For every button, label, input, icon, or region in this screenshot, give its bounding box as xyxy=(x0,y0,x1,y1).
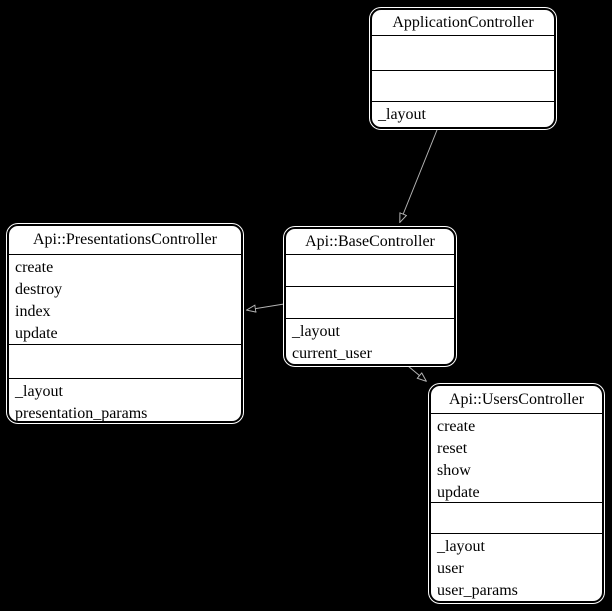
protected-members-compartment: _layout current_user xyxy=(286,318,454,364)
member-label: user_params xyxy=(437,582,518,599)
member-label: create xyxy=(15,259,54,276)
protected-members-compartment: _layout presentation_params xyxy=(9,378,241,421)
member-label: update xyxy=(15,325,58,342)
member-label: user xyxy=(437,560,464,577)
member-label: _layout xyxy=(15,383,63,400)
member-label: current_user xyxy=(292,345,372,362)
attributes-compartment xyxy=(9,344,241,378)
methods-compartment: create destroy index update xyxy=(9,254,241,344)
attributes-compartment xyxy=(286,286,454,318)
class-title: Api::UsersController xyxy=(448,390,585,408)
member-label: create xyxy=(437,418,476,435)
class-title: ApplicationController xyxy=(392,13,534,31)
class-box-api-users-controller: Api::UsersController create reset show u… xyxy=(429,384,604,603)
class-title: Api::BaseController xyxy=(305,232,435,250)
member-label: reset xyxy=(437,440,468,457)
inheritance-edge-base-to-users xyxy=(407,365,426,381)
class-box-application-controller: ApplicationController _layout xyxy=(370,8,556,129)
class-box-api-base-controller: Api::BaseController _layout current_user xyxy=(284,227,456,366)
member-label: update xyxy=(437,484,480,501)
methods-compartment: create reset show update xyxy=(431,413,602,502)
protected-members-compartment: _layout xyxy=(372,101,554,127)
attributes-compartment xyxy=(372,70,554,101)
member-label: presentation_params xyxy=(15,405,148,421)
inheritance-edge-application-to-base xyxy=(400,129,438,222)
member-label: _layout xyxy=(378,106,426,123)
member-label: _layout xyxy=(292,323,340,340)
member-label: destroy xyxy=(15,281,63,298)
methods-compartment xyxy=(372,35,554,70)
class-box-api-presentations-controller: Api::PresentationsController create dest… xyxy=(7,224,243,423)
member-label: show xyxy=(437,462,471,479)
attributes-compartment xyxy=(431,502,602,533)
protected-members-compartment: _layout user user_params xyxy=(431,533,602,601)
class-title: Api::PresentationsController xyxy=(33,231,217,248)
member-label: _layout xyxy=(437,538,485,555)
inheritance-edge-base-to-presentations xyxy=(247,303,285,310)
member-label: index xyxy=(15,303,51,320)
methods-compartment xyxy=(286,254,454,286)
